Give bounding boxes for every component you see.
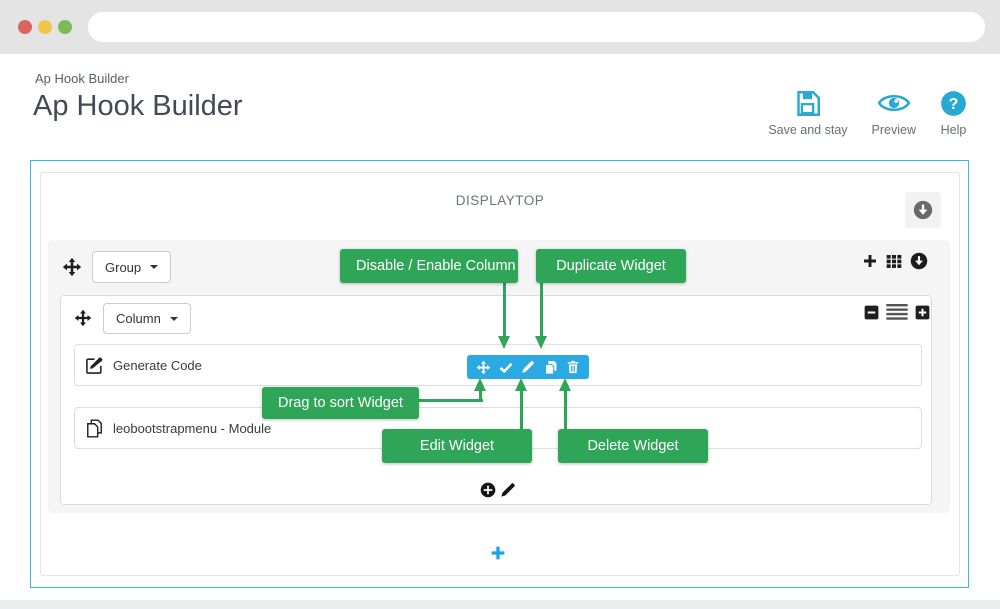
page-footer-strip [0, 600, 1000, 609]
chevron-down-icon [169, 316, 178, 321]
close-window-button[interactable] [18, 20, 32, 34]
save-and-stay-label: Save and stay [768, 123, 848, 137]
copy-icon[interactable] [543, 360, 558, 375]
connector-line [520, 390, 523, 429]
plus-icon [490, 545, 506, 561]
pencil-icon[interactable] [521, 360, 535, 374]
minimize-window-button[interactable] [38, 20, 52, 34]
tooltip-delete-widget: Delete Widget [558, 429, 708, 463]
breadcrumb: Ap Hook Builder [35, 71, 129, 86]
trash-icon[interactable] [566, 360, 580, 374]
group-actions [862, 252, 928, 270]
check-icon[interactable] [499, 360, 513, 374]
tooltip-disable-enable-column: Disable / Enable Column [340, 249, 518, 283]
save-icon [794, 88, 821, 118]
collapse-group-button[interactable] [910, 252, 928, 270]
grid-layout-icon[interactable] [886, 253, 902, 269]
connector-line [540, 283, 543, 336]
pages-icon [85, 418, 104, 438]
connector-line [564, 390, 567, 429]
add-row-button[interactable] [490, 545, 506, 561]
column-actions [864, 304, 930, 320]
move-group-handle[interactable] [62, 257, 82, 277]
arrow-up-icon [515, 378, 527, 391]
browser-titlebar [0, 0, 1000, 54]
eye-icon [877, 88, 911, 118]
column-footer-actions [480, 482, 516, 498]
move-icon[interactable] [476, 360, 491, 375]
edit-square-icon [85, 356, 104, 375]
move-column-handle[interactable] [74, 309, 92, 327]
preview-button[interactable]: Preview [872, 88, 916, 137]
arrow-down-icon [498, 336, 510, 349]
widget-label: Generate Code [113, 357, 202, 373]
column-dropdown-label: Column [116, 311, 161, 326]
column-width-icon[interactable] [886, 304, 908, 320]
address-bar[interactable] [88, 12, 985, 42]
circle-down-icon [913, 200, 933, 220]
widget-toolbar [467, 355, 589, 379]
add-widget-button[interactable] [480, 482, 496, 498]
edit-column-button[interactable] [500, 482, 516, 498]
group-dropdown[interactable]: Group [92, 251, 172, 283]
help-button[interactable]: ? Help [940, 88, 967, 137]
page-title: Ap Hook Builder [33, 90, 243, 122]
arrow-down-icon [535, 336, 547, 349]
connector-line [410, 399, 483, 402]
help-label: Help [940, 123, 967, 137]
group-dropdown-label: Group [105, 259, 142, 275]
chevron-down-icon [150, 265, 159, 269]
connector-line [503, 283, 506, 336]
tooltip-drag-to-sort-widget: Drag to sort Widget [262, 387, 419, 419]
collapse-hook-button[interactable] [905, 192, 941, 228]
preview-label: Preview [871, 123, 916, 137]
maximize-window-button[interactable] [58, 20, 72, 34]
tooltip-duplicate-widget: Duplicate Widget [536, 249, 686, 283]
column-container [60, 295, 932, 505]
help-icon: ? [940, 88, 967, 118]
save-and-stay-button[interactable]: Save and stay [768, 88, 848, 137]
hook-title: DISPLAYTOP [455, 193, 545, 208]
widget-label: leobootstrapmenu - Module [113, 420, 272, 436]
shrink-column-button[interactable] [864, 305, 879, 320]
arrow-up-icon [474, 378, 486, 391]
header-actions: Save and stay Preview ? Help [768, 88, 967, 137]
expand-column-button[interactable] [915, 305, 930, 320]
add-column-button[interactable] [862, 253, 878, 269]
tooltip-edit-widget: Edit Widget [382, 429, 532, 463]
arrow-up-icon [559, 378, 571, 391]
column-dropdown[interactable]: Column [103, 303, 191, 334]
svg-text:?: ? [949, 96, 959, 113]
connector-line [479, 390, 482, 402]
